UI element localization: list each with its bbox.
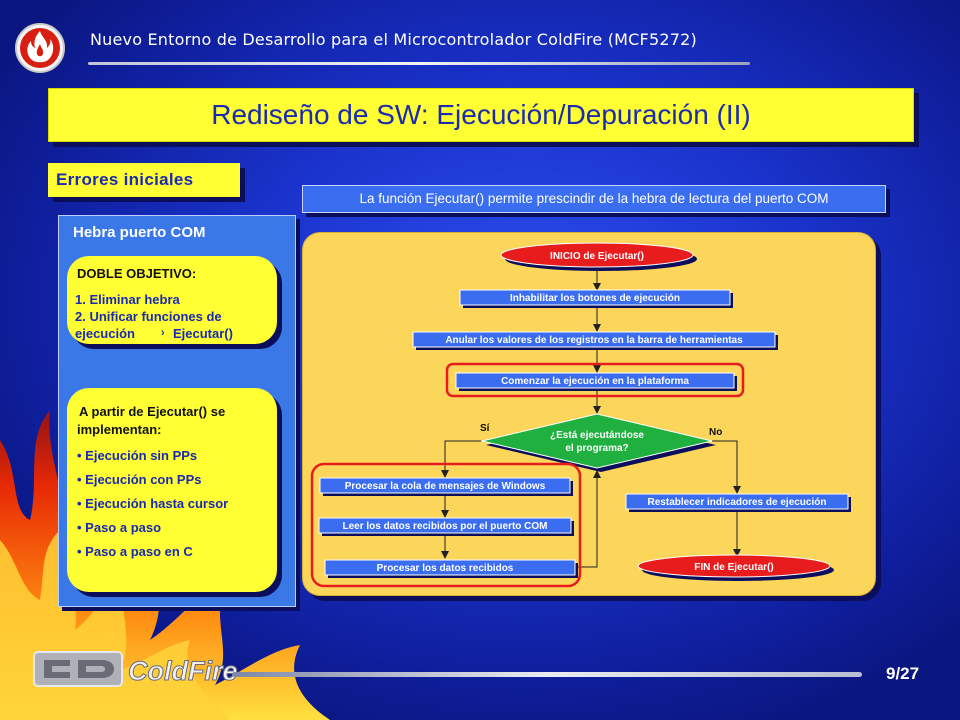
loop-process-queue: Procesar la cola de mensajes de Windows: [319, 477, 573, 496]
loop-process-label: Procesar los datos recibidos: [377, 563, 514, 574]
list-item: • Ejecución con PPs: [77, 472, 202, 487]
implementations-heading-2: implementan:: [77, 422, 162, 437]
objective-line-1: 1. Eliminar hebra: [75, 292, 180, 307]
slide-title-box: Rediseño de SW: Ejecución/Depuración (II…: [48, 88, 914, 142]
slide-title: Rediseño de SW: Ejecución/Depuración (II…: [211, 99, 751, 130]
list-item: • Paso a paso en C: [77, 544, 193, 559]
step-inhibit-label: Inhabilitar los botones de ejecución: [510, 293, 680, 304]
step-reset-registers: Anular los valores de los registros en l…: [412, 331, 778, 350]
list-item: • Ejecución hasta cursor: [77, 496, 229, 511]
info-banner-text: La función Ejecutar() permite prescindir…: [359, 191, 829, 206]
objective-line-2: 2. Unificar funciones de: [75, 309, 222, 324]
loop-read-com: Leer los datos recibidos por el puerto C…: [318, 517, 574, 536]
implementations-box: A partir de Ejecutar() se implementan: •…: [67, 388, 277, 592]
com-thread-panel: Hebra puerto COM DOBLE OBJETIVO: 1. Elim…: [58, 215, 296, 607]
info-banner: La función Ejecutar() permite prescindir…: [302, 185, 886, 213]
panel-title: Hebra puerto COM: [73, 224, 206, 241]
step-start-execution: Comenzar la ejecución en la plataforma: [445, 362, 745, 398]
restore-label: Restablecer indicadores de ejecución: [648, 497, 827, 508]
loop-process-data: Procesar los datos recibidos: [324, 559, 578, 578]
implementations-heading-1: A partir de Ejecutar() se: [79, 404, 226, 419]
arrow-icon: ›: [161, 327, 165, 339]
start-terminal: INICIO de Ejecutar(): [500, 242, 697, 271]
yes-label: Sí: [480, 423, 491, 434]
objective-heading: DOBLE OBJETIVO:: [77, 266, 197, 281]
end-label: FIN de Ejecutar(): [694, 562, 773, 573]
step-inhibit-buttons: Inhabilitar los botones de ejecución: [459, 289, 733, 308]
highlight-start-execution: [445, 362, 745, 398]
no-label: No: [709, 427, 722, 438]
highlight-loop: [310, 462, 582, 588]
coldfire-logo: ColdFire: [33, 651, 238, 687]
objective-line-3b: Ejecutar(): [173, 326, 233, 341]
fire-logo-icon: [15, 23, 65, 73]
loop-read-label: Leer los datos recibidos por el puerto C…: [342, 521, 547, 532]
page-number: 9/27: [886, 664, 920, 683]
loop-queue-label: Procesar la cola de mensajes de Windows: [345, 481, 546, 492]
footer-divider: [232, 672, 862, 677]
section-label-box: Errores iniciales: [48, 163, 240, 197]
header-divider: [88, 62, 750, 65]
step-restore-indicators: Restablecer indicadores de ejecución: [625, 493, 851, 512]
decision-line-1: ¿Está ejecutándose: [550, 430, 644, 441]
dual-objective-box: DOBLE OBJETIVO: 1. Eliminar hebra 2. Uni…: [67, 256, 277, 344]
objective-line-3a: ejecución: [75, 326, 135, 341]
end-terminal: FIN de Ejecutar(): [637, 554, 834, 581]
decision-line-2: el programa?: [565, 443, 628, 454]
step-reset-label: Anular los valores de los registros en l…: [445, 335, 743, 346]
coldfire-logo-text: ColdFire: [128, 656, 238, 686]
start-label: INICIO de Ejecutar(): [550, 251, 644, 262]
step-start-label: Comenzar la ejecución en la plataforma: [501, 376, 689, 387]
header-title: Nuevo Entorno de Desarrollo para el Micr…: [90, 30, 697, 49]
section-label: Errores iniciales: [56, 170, 194, 189]
decision-running: ¿Está ejecutándose el programa?: [481, 413, 716, 472]
list-item: • Ejecución sin PPs: [77, 448, 198, 463]
list-item: • Paso a paso: [77, 520, 162, 535]
